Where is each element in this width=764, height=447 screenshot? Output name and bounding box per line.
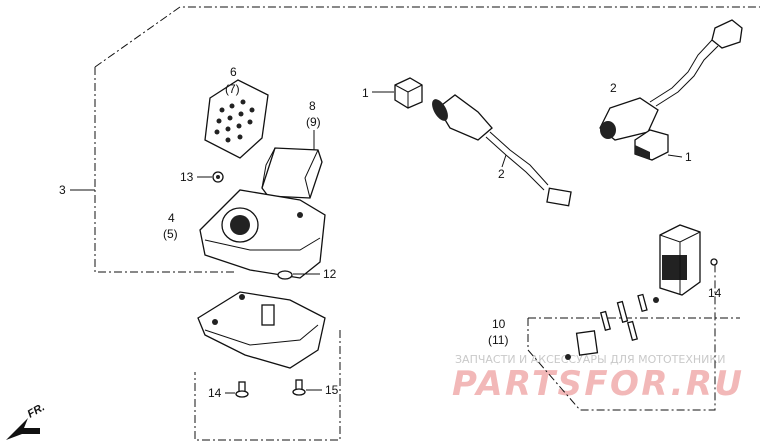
boot-1-right-part <box>634 129 669 161</box>
callout-2-middle: 2 <box>498 167 505 181</box>
frame-socket-box <box>527 260 740 411</box>
frame-screws-box <box>194 330 341 441</box>
watermark-tagline: ЗАПЧАСТИ И АКСЕССУАРЫ ДЛЯ МОТОТЕХНИКИ <box>455 353 725 366</box>
callout-1-right: 1 <box>685 150 692 164</box>
lower-bracket-part <box>197 291 326 369</box>
connector-2-middle-part <box>432 94 572 207</box>
callout-12: 12 <box>323 267 337 281</box>
callout-8: 8 <box>309 99 316 113</box>
screw-14-right-part <box>710 258 718 266</box>
callout-14-right: 14 <box>708 286 722 300</box>
callout-6: 6 <box>230 65 237 79</box>
callout-13: 13 <box>180 170 194 184</box>
connector-2-right-part <box>599 19 743 141</box>
callout-7: (7) <box>225 82 240 96</box>
frame-left-line <box>94 67 235 273</box>
callout-3: 3 <box>59 183 66 197</box>
callout-14-left: 14 <box>208 386 222 400</box>
socket-housing-part <box>659 224 701 296</box>
perforated-cover-part <box>204 79 269 159</box>
screw-15-part <box>292 379 306 396</box>
washer-12-part <box>277 270 293 280</box>
callout-15: 15 <box>325 383 339 397</box>
cover-block-part <box>261 147 323 199</box>
callout-9: (9) <box>306 115 321 129</box>
housing-part <box>199 189 326 279</box>
callout-4: 4 <box>168 211 175 225</box>
boot-1-top-part <box>394 77 423 109</box>
watermark-logo: PARTSFOR.RU <box>452 364 742 404</box>
front-direction-arrow: FR. <box>6 401 47 440</box>
callout-10: 10 <box>492 317 506 331</box>
front-direction-label: FR. <box>26 401 47 420</box>
frame-top-line <box>94 6 760 68</box>
callout-2-right: 2 <box>610 81 617 95</box>
callout-1-top: 1 <box>362 86 369 100</box>
screw-13-part <box>212 171 224 183</box>
screw-14-part <box>235 381 249 398</box>
callout-5: (5) <box>163 227 178 241</box>
callout-11: (11) <box>488 333 508 347</box>
terminal-set-part <box>565 293 659 360</box>
